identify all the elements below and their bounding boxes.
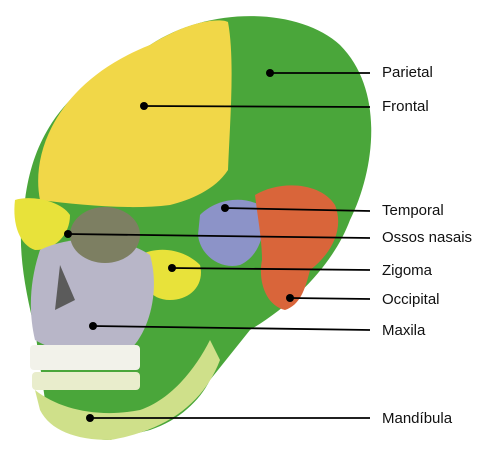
label-temporal: Temporal — [382, 202, 444, 220]
leader-dot-frontal — [140, 102, 148, 110]
leader-dot-maxila — [89, 322, 97, 330]
label-frontal: Frontal — [382, 98, 429, 116]
leader-dot-zigoma — [168, 264, 176, 272]
leader-dot-mandibula — [86, 414, 94, 422]
upper-teeth — [30, 345, 140, 370]
leader-dot-ossos-nasais — [64, 230, 72, 238]
label-parietal: Parietal — [382, 64, 433, 82]
leader-line-occipital — [290, 298, 370, 299]
label-maxila: Maxila — [382, 322, 425, 340]
label-zigoma: Zigoma — [382, 262, 432, 280]
occipital-bone — [255, 185, 338, 310]
leader-dot-temporal — [221, 204, 229, 212]
frontal-bone — [38, 20, 231, 207]
leader-dot-occipital — [286, 294, 294, 302]
label-mandibula: Mandíbula — [382, 410, 452, 428]
leader-dot-parietal — [266, 69, 274, 77]
label-ossos-nasais: Ossos nasais — [382, 229, 472, 247]
lower-teeth — [32, 372, 140, 390]
label-occipital: Occipital — [382, 291, 440, 309]
leader-line-frontal — [144, 106, 370, 107]
